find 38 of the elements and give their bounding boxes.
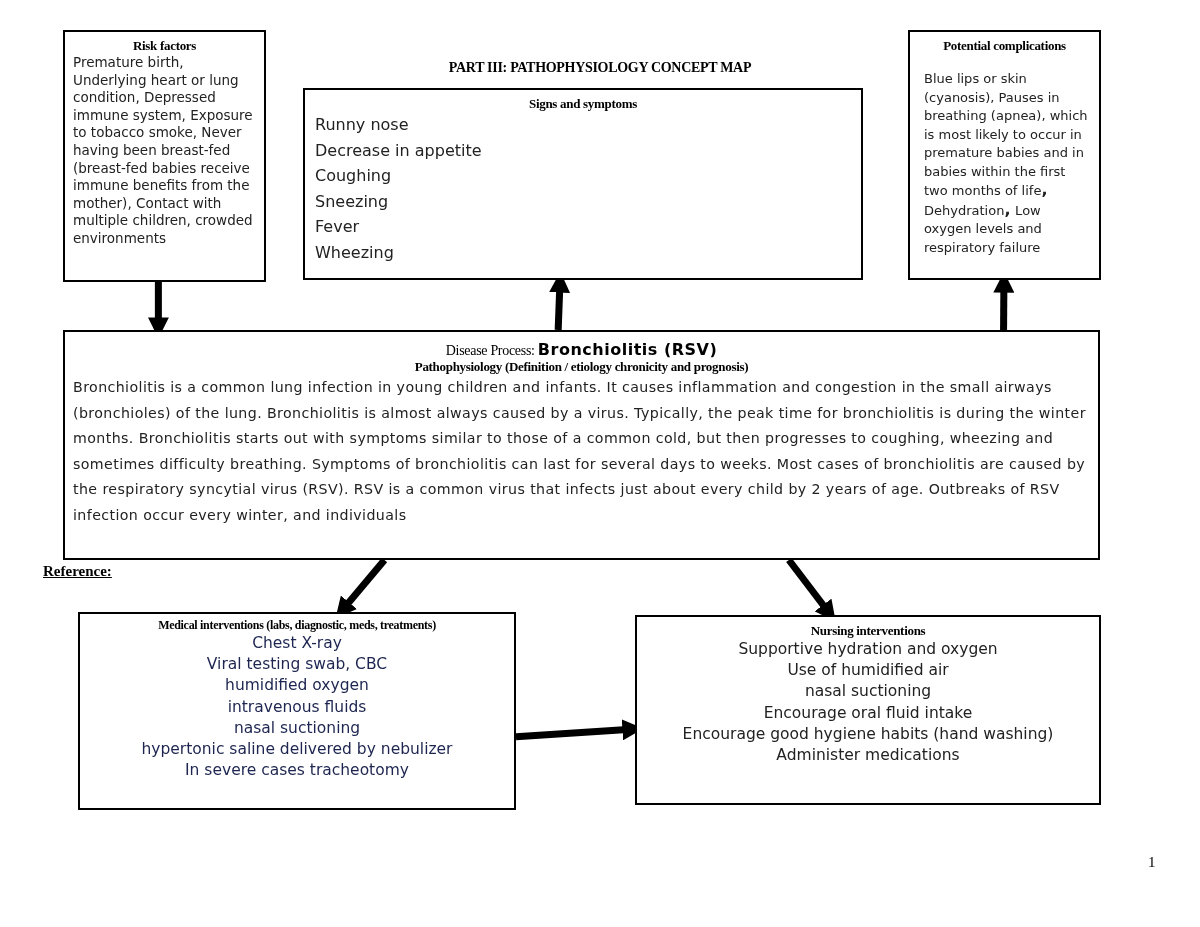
page-number: 1 bbox=[1148, 854, 1156, 871]
list-item: hypertonic saline delivered by nebulizer bbox=[140, 739, 454, 760]
box-text: Premature birth, Underlying heart or lung condition, Depressed immune system, Exposure to tobacco smoke, Never having been breast-fed (breast-fed babies receive immune benefits from the mother), Contact with multiple children, crowded environments bbox=[73, 54, 254, 248]
concept-box bbox=[78, 612, 516, 810]
concept-box bbox=[908, 30, 1101, 280]
list-item: Chest X-ray bbox=[251, 633, 343, 654]
box-text: Blue lips or skin (cyanosis), Pauses in breathing (apnea), which is most likely to occur in premature babies and in babies within the first two months of life, Dehydration, Low oxygen levels and respiratory failure bbox=[923, 70, 1089, 257]
list-item: Viral testing swab, CBC bbox=[205, 654, 389, 676]
box-heading: Nursing interventions bbox=[809, 623, 927, 639]
concept-box bbox=[303, 88, 863, 280]
list-item: nasal suctioning bbox=[803, 681, 933, 703]
concept-box bbox=[63, 30, 266, 282]
list-item: Supportive hydration and oxygen bbox=[737, 639, 999, 660]
list-item: Use of humidified air bbox=[786, 660, 950, 682]
box-heading: Disease Process: Bronchiolitis (RSV) bbox=[444, 340, 719, 359]
concept-box bbox=[63, 330, 1100, 560]
list-item: In severe cases tracheotomy bbox=[184, 760, 410, 782]
list-item: humidified oxygen bbox=[224, 675, 370, 697]
box-heading: Medical interventions (labs, diagnostic, meds, treatments) bbox=[157, 618, 437, 633]
page-title: PART III: PATHOPHYSIOLOGY CONCEPT MAP bbox=[447, 60, 753, 76]
box-heading: Signs and symptoms bbox=[528, 96, 638, 112]
box-heading: Risk factors bbox=[131, 38, 198, 54]
list-item: intravenous fluids bbox=[226, 696, 368, 718]
list-item: Decrease in appetite bbox=[315, 139, 483, 162]
box-heading: Pathophysiology (Definition / etiology chronicity and prognosis) bbox=[413, 359, 750, 375]
list-item: Administer medications bbox=[775, 745, 961, 766]
list-item: Wheezing bbox=[315, 241, 395, 264]
list-item: nasal suctioning bbox=[232, 717, 362, 739]
list-item: Coughing bbox=[315, 165, 393, 187]
list-item: Runny nose bbox=[315, 114, 410, 136]
list-item: Sneezing bbox=[315, 190, 390, 213]
reference-label: Reference: bbox=[43, 563, 112, 580]
concept-box bbox=[635, 615, 1101, 805]
box-text: Bronchiolitis is a common lung infection in young children and infants. It causes inflammation and congestion in the small airways (bronchioles) of the lung. Bronchiolitis is almost always caused by a virus. Typically, the peak time for bronchiolitis is during the winter months. Bronchiolitis starts out with symptoms similar to those of a common cold, but then progresses to coughing, wheezing and sometimes difficulty breathing. Symptoms of bronchiolitis can last for several days to weeks. Most cases of bronchiolitis are caused by the respiratory syncytial virus (RSV). RSV is a common virus that infects just about every child by 2 years of age. Outbreaks of RSV infection occur every winter, and individuals bbox=[73, 378, 1087, 525]
list-item: Encourage oral fluid intake bbox=[762, 702, 974, 724]
list-item: Fever bbox=[315, 216, 361, 238]
box-heading: Potential complications bbox=[942, 38, 1067, 54]
list-item: Encourage good hygiene habits (hand washing) bbox=[681, 723, 1055, 745]
